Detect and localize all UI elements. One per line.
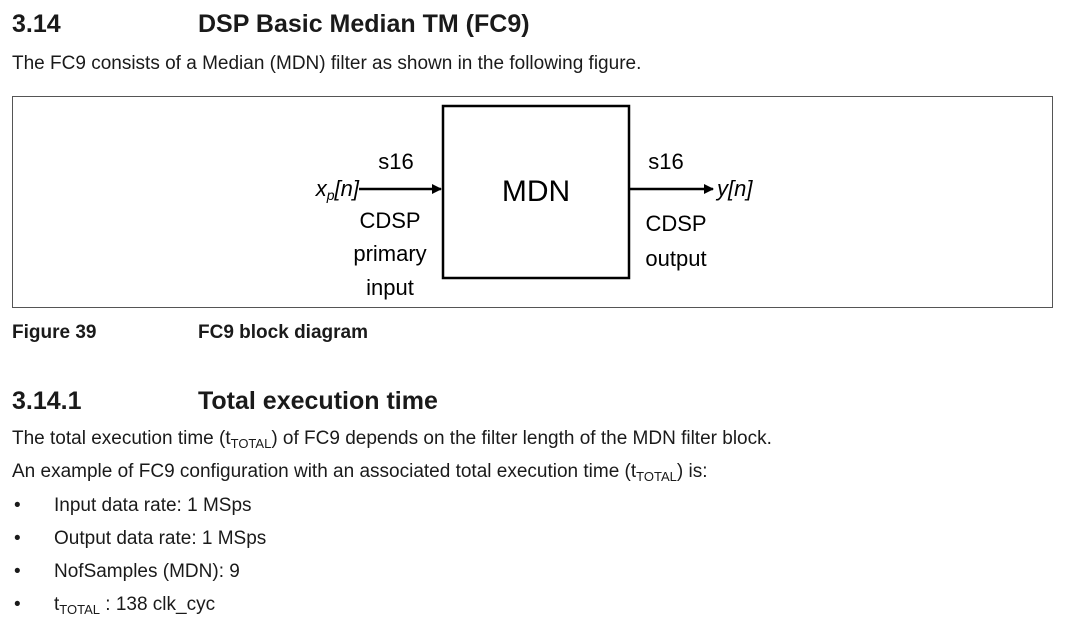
- output-desc-line-2: output: [645, 246, 706, 271]
- paragraph-execution-time: The total execution time (tTOTAL) of FC9…: [12, 428, 772, 451]
- input-desc-line-3: input: [366, 275, 414, 300]
- mdn-block: [441, 104, 631, 280]
- list-item: •tTOTAL : 138 clk_cyc: [14, 594, 216, 617]
- section-title: DSP Basic Median TM (FC9): [198, 10, 530, 38]
- input-desc-line-2: primary: [353, 241, 426, 266]
- output-type-label: s16: [648, 149, 683, 174]
- paragraph-example: An example of FC9 configuration with an …: [12, 461, 708, 484]
- figure-frame: xp[n] s16 CDSP primary input MDN y[n] s1…: [12, 96, 1053, 308]
- input-desc-line-1: CDSP: [359, 208, 420, 233]
- mdn-block-label: MDN: [502, 175, 570, 208]
- figure-label: Figure 39: [12, 322, 97, 343]
- bullet: •: [14, 528, 21, 549]
- block-diagram: xp[n] s16 CDSP primary input MDN y[n] s1…: [315, 104, 753, 300]
- bullet: •: [14, 594, 21, 615]
- input-type-label: s16: [378, 149, 413, 174]
- output-desc-line-1: CDSP: [645, 211, 706, 236]
- list-item: •Input data rate: 1 MSps: [14, 495, 252, 516]
- figure-caption: FC9 block diagram: [198, 322, 368, 343]
- list-item: •NofSamples (MDN): 9: [14, 561, 240, 582]
- intro-paragraph: The FC9 consists of a Median (MDN) filte…: [12, 53, 642, 74]
- section-number: 3.14: [12, 10, 61, 38]
- bullet: •: [14, 495, 21, 516]
- subsection-title: Total execution time: [198, 387, 438, 415]
- subsection-number: 3.14.1: [12, 387, 82, 415]
- config-list: •Input data rate: 1 MSps •Output data ra…: [12, 494, 266, 626]
- bullet: •: [14, 561, 21, 582]
- input-signal-label: xp[n]: [315, 176, 360, 203]
- list-item: •Output data rate: 1 MSps: [14, 528, 267, 549]
- output-signal-label: y[n]: [715, 176, 753, 201]
